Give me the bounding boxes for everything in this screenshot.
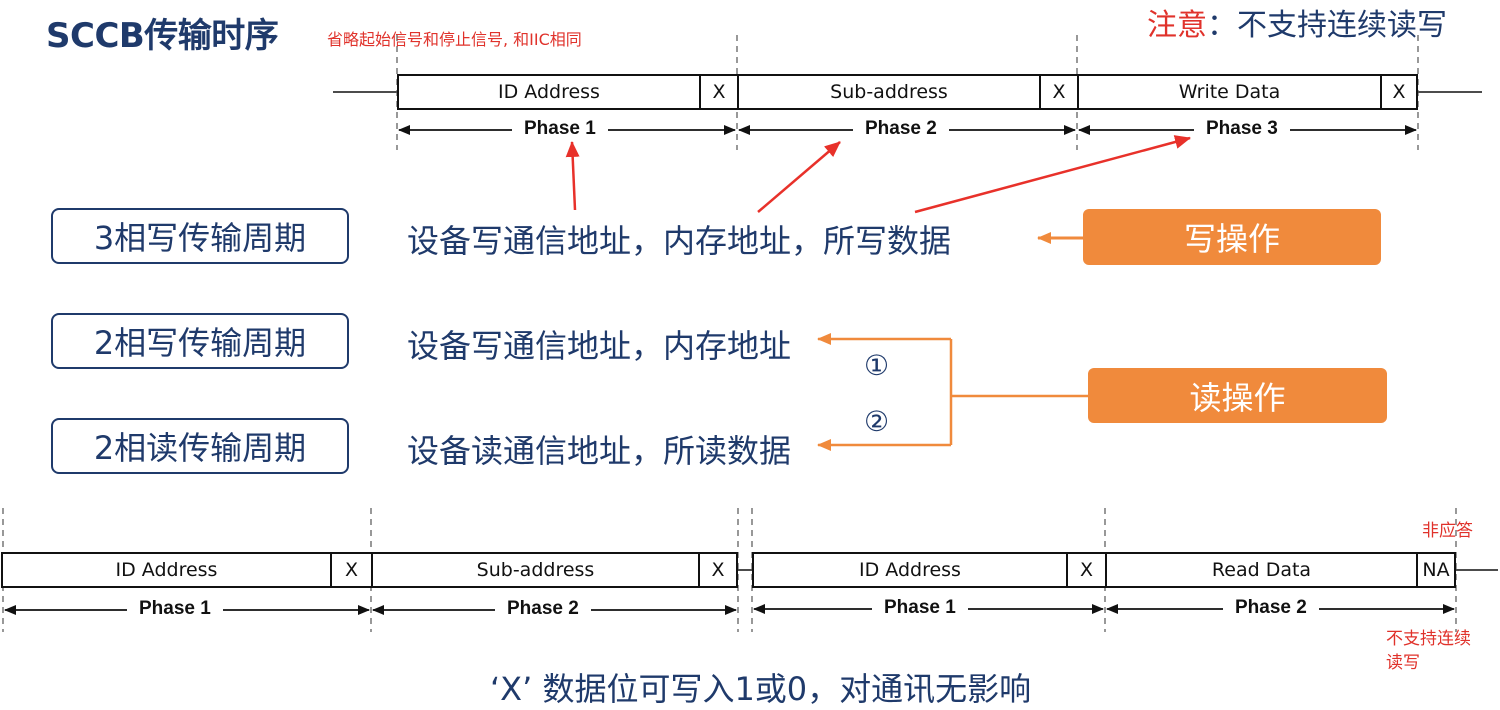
three-phase-write-desc: 设备写通信地址，内存地址，所写数据 (407, 222, 952, 260)
two-phase-write-box: 2相写传输周期 (51, 313, 349, 369)
two-phase-read-box: 2相读传输周期 (51, 418, 349, 474)
top-x-cell-1: X (699, 74, 737, 110)
note-text: ：不支持连续读写 (1207, 8, 1447, 43)
top-id-address-cell: ID Address (397, 74, 699, 110)
top-phase-3-label: Phase 3 (1194, 118, 1290, 140)
top-phase-2-label: Phase 2 (853, 118, 949, 140)
bottom-right-phase-1-label: Phase 1 (872, 597, 968, 619)
step-2-marker: ② (864, 405, 890, 438)
top-sub-address-cell: Sub-address (737, 74, 1039, 110)
na-cell: NA (1416, 552, 1456, 588)
non-ack-note: 非应答 (1422, 521, 1473, 541)
bottom-left-phase-2-label: Phase 2 (495, 598, 591, 620)
top-x-cell-3: X (1380, 74, 1418, 110)
no-continuous-note: 注意：不支持连续读写 (1147, 0, 1447, 44)
x-bit-caption: ‘X’ 数据位可写入1或0，对通讯无影响 (490, 670, 1032, 708)
top-phase-1-label: Phase 1 (512, 118, 608, 140)
bottom-x-cell-1: X (330, 552, 371, 588)
write-operation-button[interactable]: 写操作 (1083, 209, 1381, 265)
note-label: 注意 (1147, 8, 1207, 43)
bottom-x-cell-2: X (698, 552, 738, 588)
two-phase-read-desc: 设备读通信地址，所读数据 (407, 432, 792, 470)
three-phase-write-box: 3相写传输周期 (51, 208, 349, 264)
read-data-cell: Read Data (1105, 552, 1416, 588)
top-write-data-cell: Write Data (1077, 74, 1380, 110)
bottom-right-phase-2-label: Phase 2 (1223, 597, 1319, 619)
bottom-id-address-cell: ID Address (1, 552, 330, 588)
no-continuous-rw-line-1: 不支持连续 (1386, 629, 1471, 649)
no-continuous-rw-line-2: 读写 (1386, 653, 1420, 673)
read-operation-button[interactable]: 读操作 (1088, 368, 1387, 423)
top-x-cell-2: X (1039, 74, 1077, 110)
no-continuous-rw-note: 不支持连续 读写 (1386, 627, 1471, 675)
read-id-address-cell: ID Address (752, 552, 1066, 588)
read-x-cell: X (1066, 552, 1105, 588)
two-phase-write-desc: 设备写通信地址，内存地址 (407, 327, 792, 365)
step-1-marker: ① (864, 349, 890, 382)
bottom-sub-address-cell: Sub-address (371, 552, 698, 588)
page-title: SCCB传输时序 (46, 16, 279, 56)
start-stop-note: 省略起始信号和停止信号, 和IIC相同 (327, 30, 582, 49)
bottom-left-phase-1-label: Phase 1 (127, 598, 223, 620)
